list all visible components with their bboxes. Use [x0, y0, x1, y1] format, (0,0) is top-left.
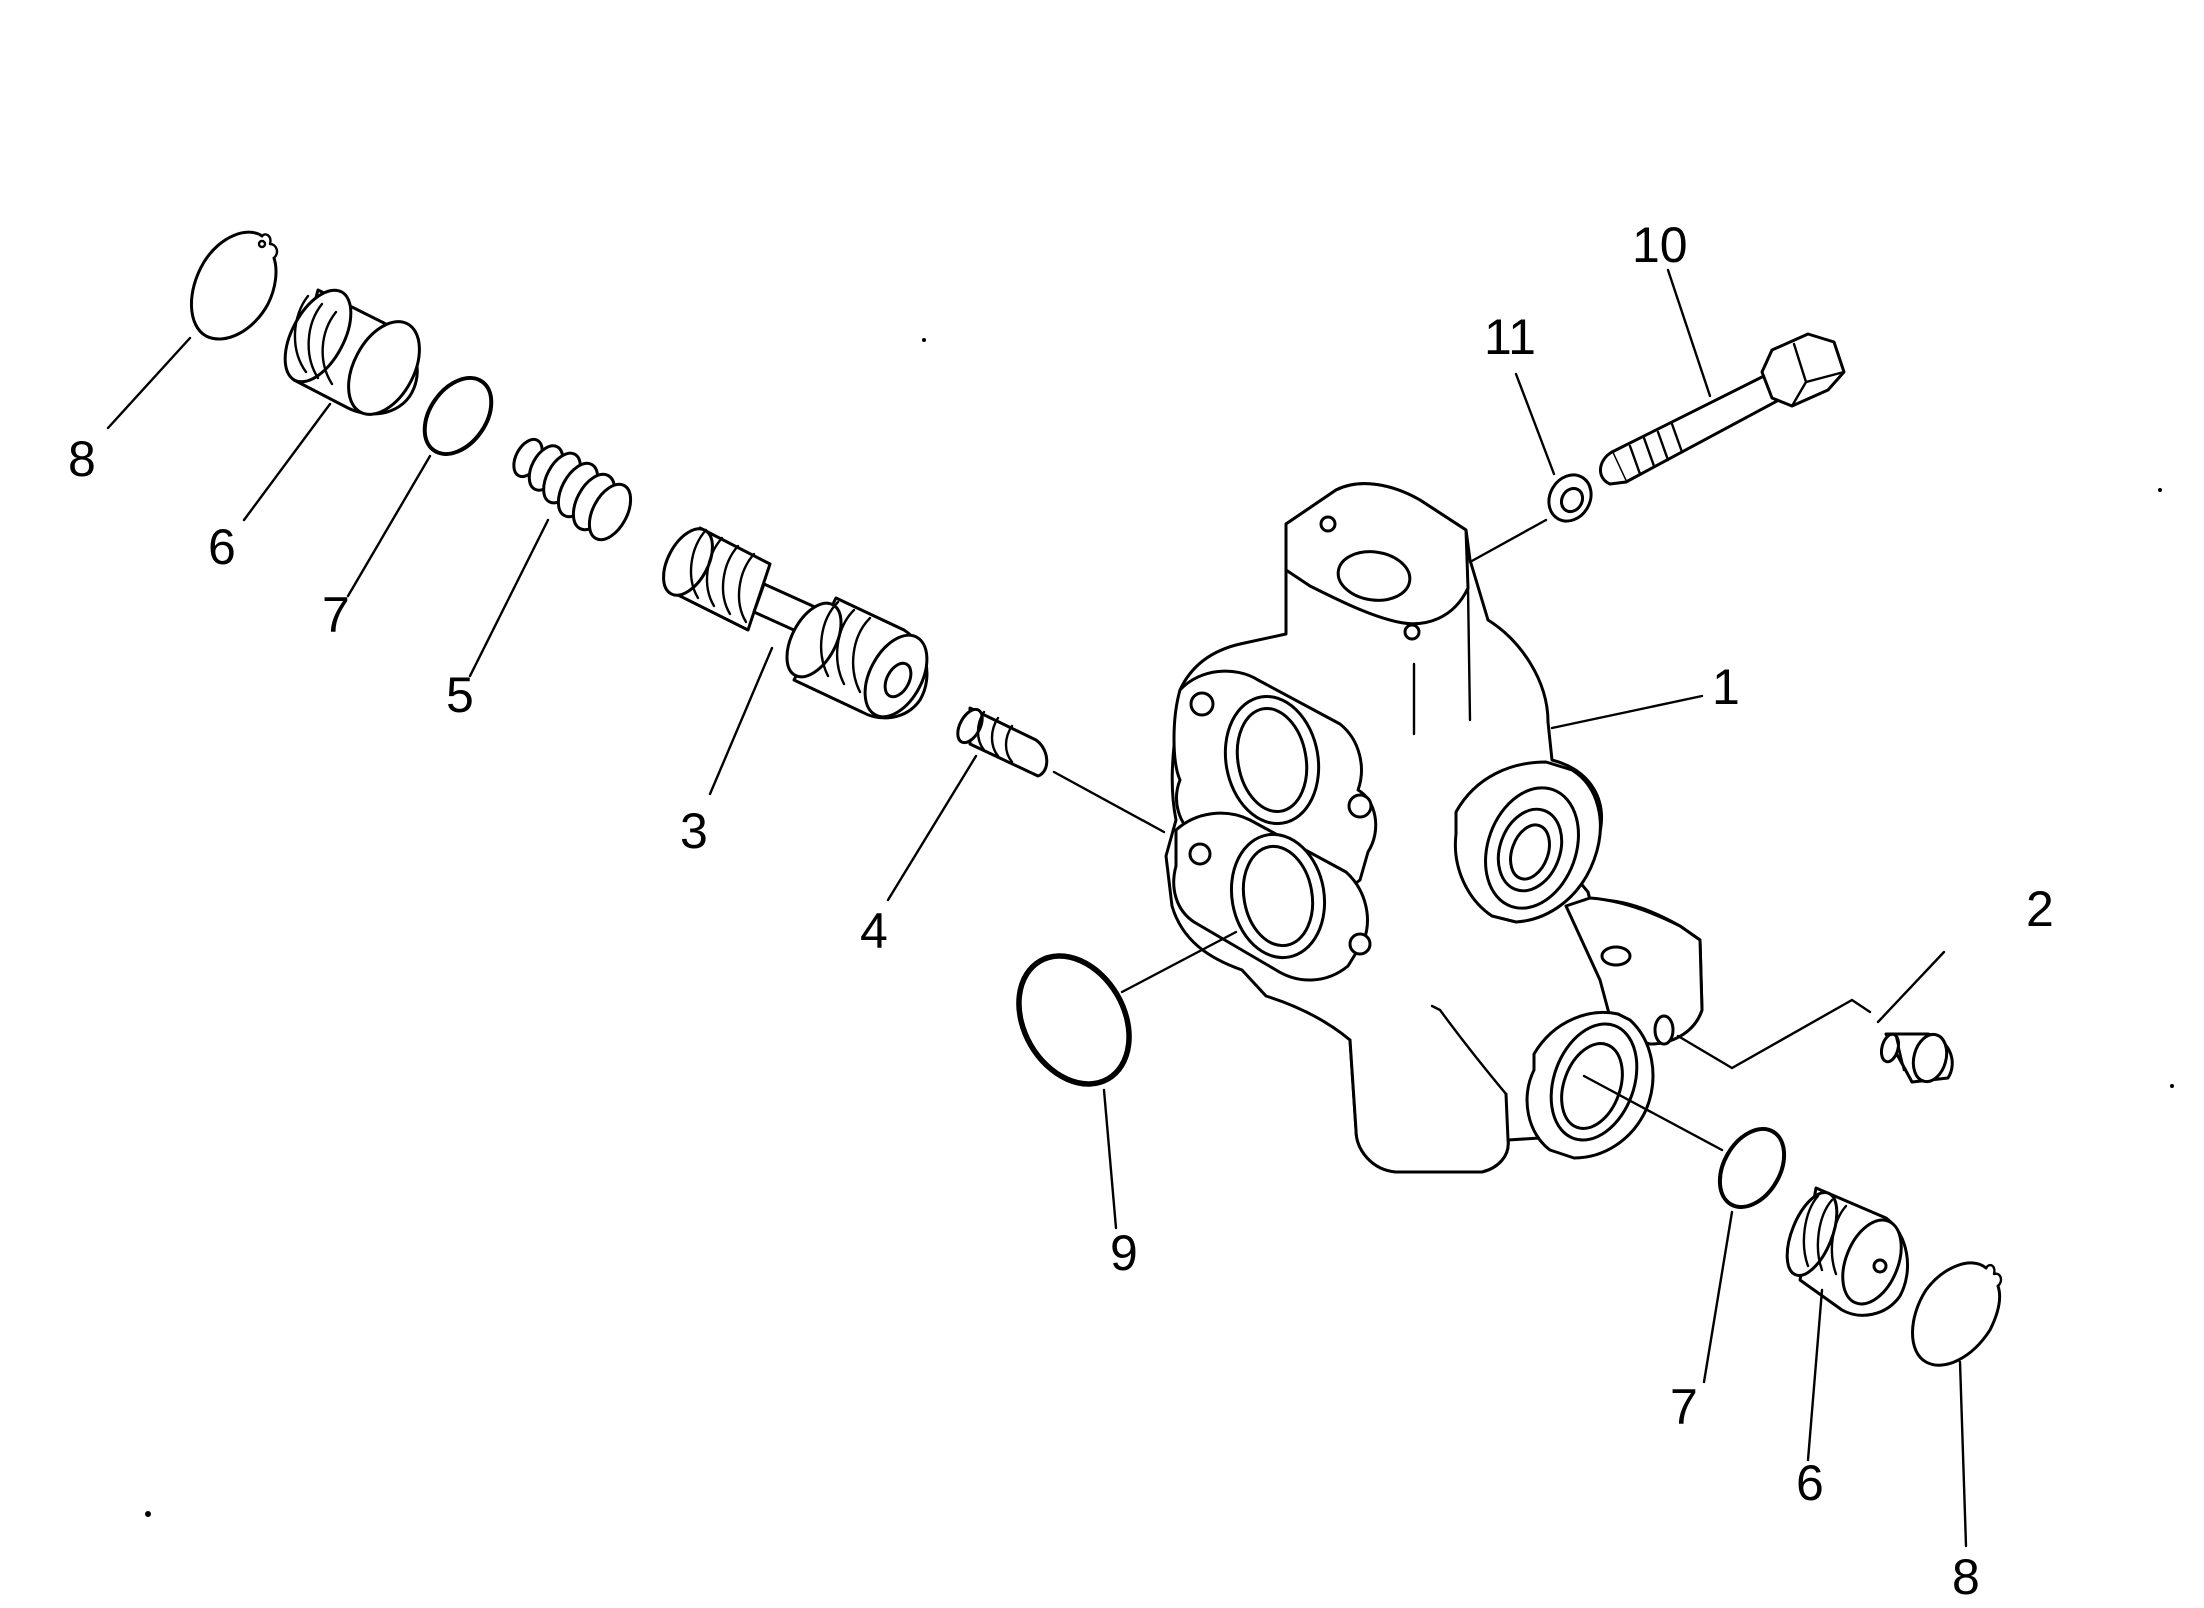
leader-7b-connection — [1582, 1074, 1724, 1152]
leader-3 — [708, 646, 774, 796]
leader-11-connection — [1468, 518, 1548, 564]
part-4-pin — [956, 706, 1049, 778]
part-10-bolt — [1599, 332, 1846, 486]
leader-7b — [1702, 1210, 1734, 1384]
part-3-spool — [662, 526, 929, 720]
callout-3: 3 — [680, 803, 708, 859]
part-1-valve-body — [1164, 482, 1704, 1174]
leader-4-connection — [1052, 770, 1166, 834]
part-7-o-ring-left — [422, 376, 494, 456]
part-6-plug-left — [283, 288, 421, 416]
leader-11 — [1514, 372, 1556, 476]
leader-6a — [242, 402, 332, 522]
callout-4: 4 — [860, 903, 888, 959]
callout-11: 11 — [1484, 309, 1536, 365]
scan-specks — [145, 338, 2174, 1517]
leader-8a — [106, 336, 192, 430]
leader-9-connection — [1120, 930, 1238, 994]
part-5-spring — [512, 437, 633, 542]
part-11-washer — [1547, 473, 1593, 523]
part-8-snap-ring-left — [190, 230, 279, 341]
callout-10: 10 — [1632, 217, 1688, 273]
callout-5: 5 — [446, 667, 474, 723]
leader-8b — [1958, 1360, 1968, 1548]
part-2-fitting — [1879, 1032, 1954, 1084]
callout-2: 2 — [2026, 881, 2054, 937]
callout-7b: 7 — [1670, 1379, 1698, 1435]
part-7-o-ring-right — [1717, 1127, 1787, 1209]
leader-1 — [1550, 694, 1704, 730]
callout-8a: 8 — [68, 431, 96, 487]
callout-6a: 6 — [208, 519, 236, 575]
leader-5 — [468, 518, 550, 678]
leader-7a — [346, 454, 432, 598]
callout-1: 1 — [1712, 659, 1740, 715]
leader-2-connection — [1676, 998, 1872, 1070]
leader-10 — [1666, 268, 1712, 398]
leader-4 — [886, 754, 978, 902]
part-6-plug-right — [1785, 1186, 1909, 1317]
callout-6b: 6 — [1796, 1455, 1824, 1511]
leader-9 — [1102, 1088, 1118, 1230]
callout-8b: 8 — [1952, 1549, 1980, 1605]
callout-9: 9 — [1110, 1225, 1138, 1281]
leader-6b — [1806, 1288, 1824, 1462]
callout-labels: 1 2 3 4 5 6 6 7 7 8 8 9 10 11 — [68, 217, 2054, 1605]
part-8-snap-ring-right — [1911, 1261, 2003, 1367]
part-9-o-ring — [1016, 953, 1132, 1087]
leader-lines — [106, 268, 1968, 1548]
leader-2 — [1876, 950, 1946, 1024]
callout-7a: 7 — [322, 587, 350, 643]
